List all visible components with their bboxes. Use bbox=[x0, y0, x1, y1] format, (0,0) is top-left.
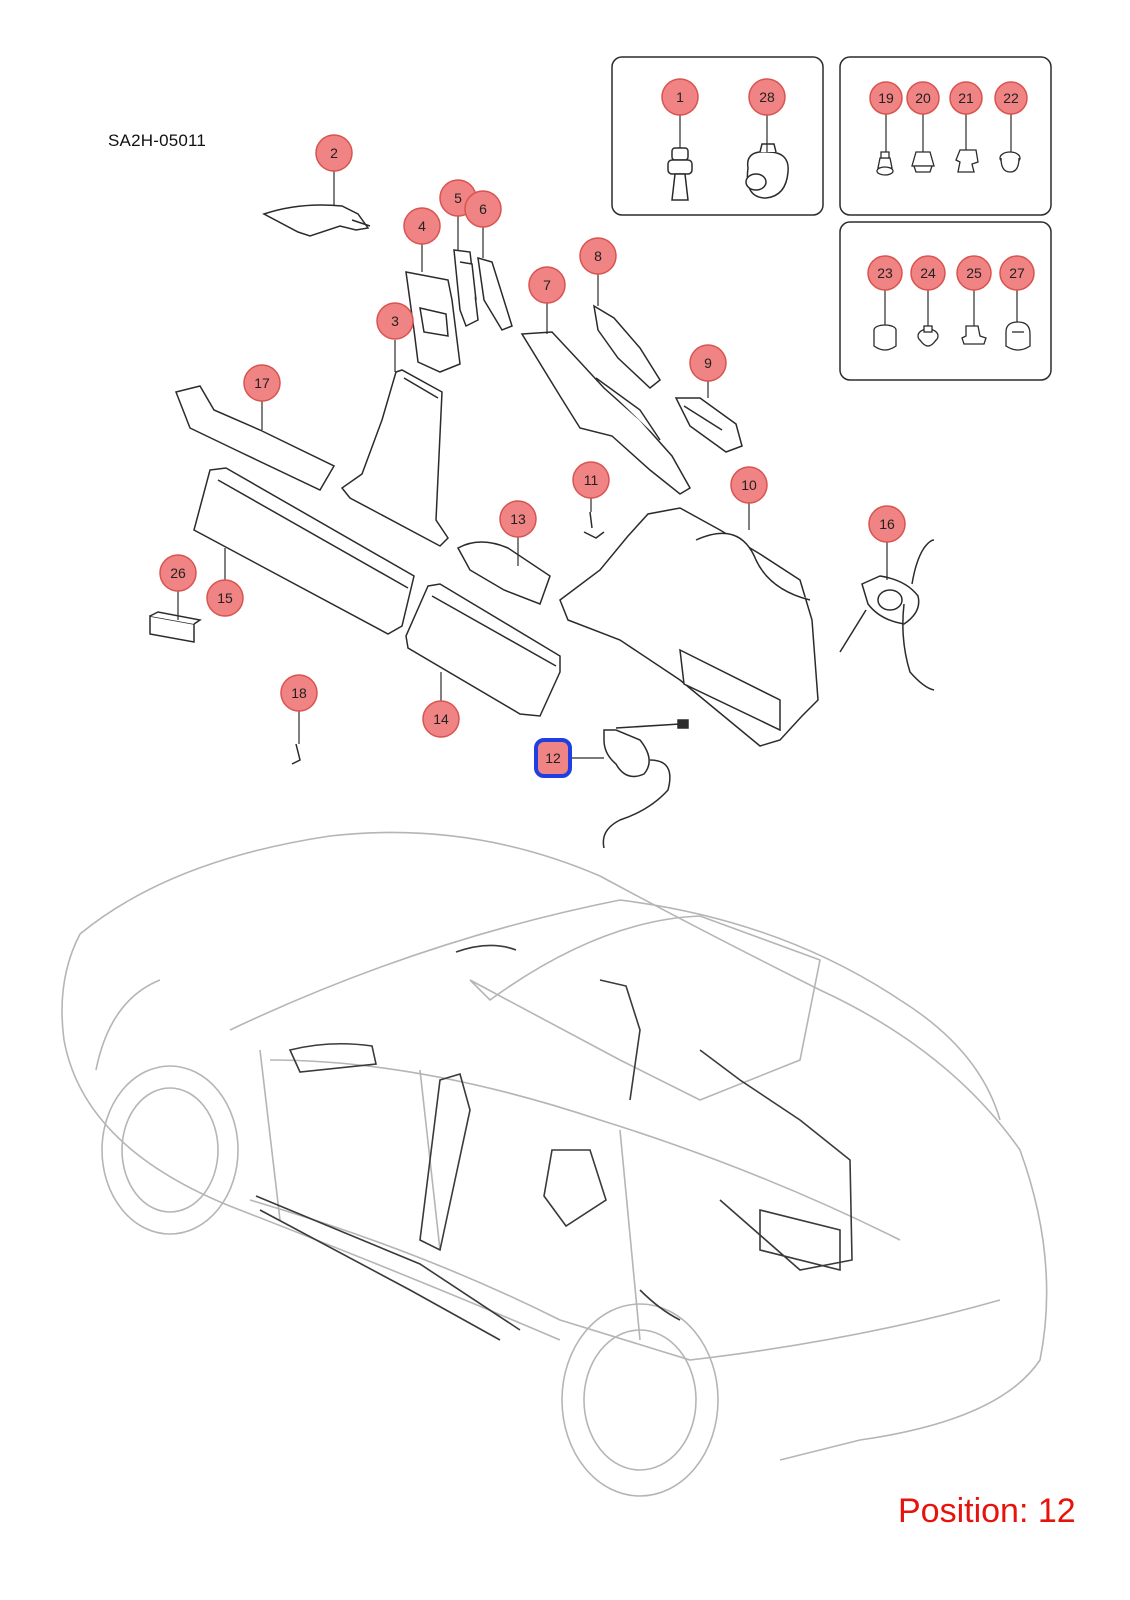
callout-label: 14 bbox=[433, 711, 449, 727]
inset-box-fasteners-3 bbox=[839, 221, 1052, 381]
part-27-clip bbox=[1005, 321, 1031, 351]
part-10-quarter-trim bbox=[559, 507, 819, 747]
callout-10[interactable]: 10 bbox=[730, 466, 768, 504]
diagram-code: SA2H-05011 bbox=[108, 131, 207, 150]
callout-9[interactable]: 9 bbox=[689, 344, 727, 382]
callout-25[interactable]: 25 bbox=[956, 255, 992, 291]
callout-21[interactable]: 21 bbox=[949, 81, 983, 115]
callout-label: 15 bbox=[217, 590, 233, 606]
callout-label: 7 bbox=[543, 277, 551, 293]
callout-label: 21 bbox=[958, 90, 974, 106]
callout-7[interactable]: 7 bbox=[528, 266, 566, 304]
callout-label: 5 bbox=[454, 190, 462, 206]
part-4-b-pillar-upper bbox=[405, 271, 461, 373]
callout-label: 2 bbox=[330, 145, 338, 161]
callout-label: 23 bbox=[877, 265, 893, 281]
part-18-clip bbox=[291, 743, 301, 765]
callout-3[interactable]: 3 bbox=[376, 302, 414, 340]
part-24-clip bbox=[917, 325, 939, 347]
part-1-bolt bbox=[667, 147, 693, 201]
part-16-speaker bbox=[839, 539, 935, 691]
callout-label: 22 bbox=[1003, 90, 1019, 106]
callout-label: 9 bbox=[704, 355, 712, 371]
part-21-clip bbox=[955, 149, 979, 173]
callout-24[interactable]: 24 bbox=[910, 255, 946, 291]
callout-11[interactable]: 11 bbox=[572, 461, 610, 499]
part-22-clip bbox=[999, 151, 1021, 173]
callout-16[interactable]: 16 bbox=[868, 505, 906, 543]
part-25-clip bbox=[961, 325, 987, 345]
callout-20[interactable]: 20 bbox=[906, 81, 940, 115]
vehicle-outline bbox=[61, 831, 1048, 1497]
part-26-pad bbox=[149, 611, 202, 643]
callout-8[interactable]: 8 bbox=[579, 237, 617, 275]
callout-14[interactable]: 14 bbox=[422, 700, 460, 738]
callout-label: 24 bbox=[920, 265, 936, 281]
part-8-d-pillar-trim bbox=[592, 304, 661, 389]
inset-box-fasteners-2 bbox=[839, 56, 1052, 216]
part-5-pillar-strip bbox=[453, 249, 479, 328]
part-11-clip bbox=[583, 511, 605, 539]
callout-23[interactable]: 23 bbox=[867, 255, 903, 291]
inset-box-fasteners-1 bbox=[611, 56, 824, 216]
callout-6[interactable]: 6 bbox=[464, 190, 502, 228]
part-13-trim-piece bbox=[456, 541, 551, 605]
callout-label: 4 bbox=[418, 218, 426, 234]
callout-label: 3 bbox=[391, 313, 399, 329]
callout-1[interactable]: 1 bbox=[661, 78, 699, 116]
callout-label: 25 bbox=[966, 265, 982, 281]
part-3-b-pillar-lower bbox=[340, 369, 449, 547]
callout-label: 17 bbox=[254, 375, 270, 391]
callout-2[interactable]: 2 bbox=[315, 134, 353, 172]
callout-28[interactable]: 28 bbox=[748, 78, 786, 116]
part-23-cap bbox=[873, 324, 897, 351]
callout-label: 12 bbox=[545, 750, 561, 766]
callout-18[interactable]: 18 bbox=[280, 674, 318, 712]
callout-label: 20 bbox=[915, 90, 931, 106]
part-14-rear-sill-trim bbox=[405, 583, 561, 717]
part-28-grommet bbox=[745, 143, 789, 199]
part-2-trim bbox=[262, 204, 371, 237]
part-17-front-pillar-trim bbox=[174, 385, 336, 491]
part-7-c-pillar-trim bbox=[520, 331, 692, 495]
callout-label: 11 bbox=[584, 472, 599, 488]
callout-label: 26 bbox=[170, 565, 186, 581]
vehicle-interior-trim bbox=[255, 944, 853, 1341]
callout-label: 8 bbox=[594, 248, 602, 264]
leader-lines bbox=[177, 112, 1018, 759]
callout-19[interactable]: 19 bbox=[869, 81, 903, 115]
callout-label: 10 bbox=[741, 477, 757, 493]
callout-label: 1 bbox=[676, 89, 684, 105]
callout-17[interactable]: 17 bbox=[243, 364, 281, 402]
callout-4[interactable]: 4 bbox=[403, 207, 441, 245]
callout-label: 19 bbox=[878, 90, 894, 106]
callout-label: 13 bbox=[510, 511, 526, 527]
callout-label: 18 bbox=[291, 685, 307, 701]
part-9-bracket bbox=[674, 397, 743, 453]
callout-label: 16 bbox=[879, 516, 895, 532]
position-indicator: Position: 12 bbox=[898, 1492, 1076, 1530]
callout-26[interactable]: 26 bbox=[159, 554, 197, 592]
callout-13[interactable]: 13 bbox=[499, 500, 537, 538]
callout-27[interactable]: 27 bbox=[999, 255, 1035, 291]
callout-label: 6 bbox=[479, 201, 487, 217]
callout-label: 28 bbox=[759, 89, 775, 105]
callout-12[interactable]: 12 bbox=[534, 738, 572, 778]
part-12-speaker-harness bbox=[602, 719, 689, 849]
part-20-clip bbox=[911, 151, 935, 173]
callout-22[interactable]: 22 bbox=[994, 81, 1028, 115]
part-19-clip bbox=[876, 151, 894, 176]
callout-label: 27 bbox=[1009, 265, 1025, 281]
callout-15[interactable]: 15 bbox=[206, 579, 244, 617]
part-6-pillar-strip bbox=[477, 256, 513, 331]
part-15-front-sill-trim bbox=[193, 467, 415, 635]
